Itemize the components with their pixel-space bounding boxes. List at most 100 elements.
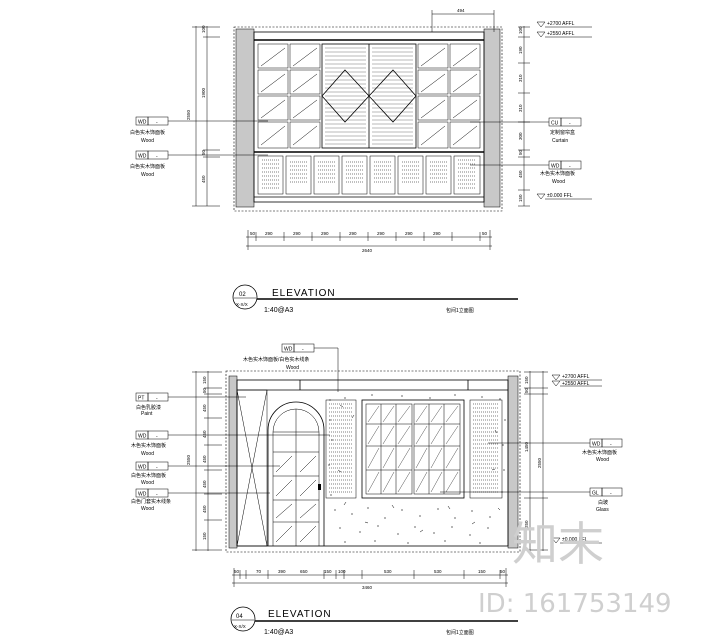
e04-right-dimensions: 150 50 1450 250 2550	[524, 371, 548, 551]
e02-material-tag-left-1: WD - 白色实木饰面板 Wood	[130, 116, 268, 144]
svg-text:包间1立面图: 包间1立面图	[446, 629, 474, 636]
e04-material-tag-left-4: WD - 白色门套实木线条 Wood	[131, 488, 270, 512]
svg-text:-: -	[610, 491, 612, 497]
svg-text:310: 310	[518, 104, 523, 112]
svg-text:Curtain: Curtain	[552, 138, 568, 144]
svg-text:450: 450	[202, 455, 207, 463]
svg-text:494: 494	[457, 8, 465, 13]
svg-text:70: 70	[256, 569, 262, 574]
svg-text:290: 290	[433, 231, 441, 236]
e02-top-dimension: 494	[431, 8, 495, 32]
svg-text:1:40@A3: 1:40@A3	[264, 307, 293, 314]
svg-text:100: 100	[518, 26, 523, 34]
svg-text:310: 310	[518, 74, 523, 82]
e02-material-tag-right-1: CU - 定制窗帘盒 Curtain	[470, 117, 582, 144]
svg-text:-: -	[302, 347, 304, 353]
svg-text:Paint: Paint	[141, 411, 153, 417]
svg-text:3460: 3460	[362, 585, 373, 590]
svg-text:白色乳胶漆: 白色乳胶漆	[136, 404, 161, 411]
svg-text:+2550 AFFL: +2550 AFFL	[547, 31, 575, 37]
svg-text:50: 50	[500, 569, 506, 574]
svg-text:Wood: Wood	[141, 138, 154, 144]
svg-text:2550: 2550	[186, 454, 191, 465]
svg-text:290: 290	[405, 231, 413, 236]
svg-text:Glass: Glass	[596, 507, 609, 513]
e04-right-shutter	[469, 399, 503, 499]
svg-text:150: 150	[478, 569, 486, 574]
e02-left-column	[235, 28, 255, 208]
svg-text:+2700 AFFL: +2700 AFFL	[547, 21, 575, 27]
svg-text:250: 250	[524, 520, 529, 528]
svg-text:木色实木饰面板: 木色实木饰面板	[582, 449, 617, 456]
e02-material-tag-left-2: WD - 白色实木饰面板 Wood	[130, 150, 268, 178]
e04-material-tag-top: WD - 木色实木饰面板/白色实木线条 Wood	[243, 343, 339, 392]
e02-level-markers: +2700 AFFL +2550 AFFL ±0.000 FFL	[536, 21, 592, 200]
elevation-04: WD - 木色实木饰面板/白色实木线条 Wood PT - 白色乳胶漆 Pain…	[131, 343, 623, 636]
svg-text:190: 190	[518, 46, 523, 54]
e04-bottom-dimensions: 50 70 390 650 150 100 530 530 150 50 346…	[232, 568, 508, 590]
svg-text:Wood: Wood	[552, 179, 565, 185]
svg-text:50: 50	[234, 569, 240, 574]
e02-upper-right-doors	[417, 43, 481, 149]
svg-text:WD: WD	[592, 442, 601, 448]
svg-text:2550: 2550	[186, 109, 191, 120]
svg-text:WD: WD	[138, 492, 147, 498]
e04-stippled-panel	[328, 394, 506, 544]
svg-text:白色实木饰面板: 白色实木饰面板	[130, 163, 165, 170]
svg-text:-: -	[610, 442, 612, 448]
e04-wall-outline	[225, 370, 521, 553]
e02-bottom-dimensions: 50 290 290 290 290 290 290 290 50 2640	[246, 230, 492, 253]
svg-text:300: 300	[518, 132, 523, 140]
svg-text:WD: WD	[138, 120, 147, 126]
svg-text:+2550 AFFL: +2550 AFFL	[562, 381, 590, 387]
svg-text:Wood: Wood	[141, 480, 154, 486]
svg-text:白色门套实木线条: 白色门套实木线条	[131, 498, 171, 505]
e04-material-tag-right-2: GL - 白玻 Glass	[440, 487, 623, 513]
svg-text:650: 650	[300, 569, 308, 574]
watermark: 知末 ID: 161753149	[478, 517, 672, 619]
svg-text:390: 390	[278, 569, 286, 574]
svg-text:290: 290	[293, 231, 301, 236]
svg-text:450: 450	[202, 505, 207, 513]
e02-left-dimensions: 2550 100 1900 50 450	[186, 25, 220, 207]
svg-text:50: 50	[524, 387, 529, 393]
svg-text:150: 150	[324, 569, 332, 574]
e02-right-column	[483, 28, 501, 208]
svg-text:150: 150	[518, 194, 523, 202]
svg-text:150: 150	[524, 376, 529, 384]
e04-material-tag-left-3: WD - 白色实木饰面板 Wood	[131, 461, 280, 486]
watermark-logo: 知末	[512, 517, 604, 571]
svg-text:Wood: Wood	[141, 506, 154, 512]
svg-text:290: 290	[265, 231, 273, 236]
svg-text:ELEVATION: ELEVATION	[268, 609, 332, 620]
svg-text:Wood: Wood	[141, 172, 154, 178]
svg-text:-: -	[156, 492, 158, 498]
svg-text:450: 450	[518, 170, 523, 178]
e04-title-block: 04 X-X/X ELEVATION 1:40@A3 包间1立面图	[230, 606, 518, 636]
svg-text:-: -	[156, 154, 158, 160]
svg-text:50: 50	[518, 149, 523, 155]
svg-text:04: 04	[236, 614, 243, 620]
svg-text:木色实木饰面板: 木色实木饰面板	[131, 442, 166, 449]
svg-text:2550: 2550	[537, 457, 542, 468]
e04-arched-door	[267, 401, 325, 546]
e04-material-tag-left-1: PT - 白色乳胶漆 Paint	[135, 392, 246, 417]
svg-text:X-X/X: X-X/X	[234, 624, 246, 629]
e04-left-dimensions: 2550 150 50 450 450 450 450 450 150	[186, 371, 222, 551]
svg-text:-: -	[156, 434, 158, 440]
svg-text:-: -	[156, 396, 158, 402]
svg-text:WD: WD	[138, 434, 147, 440]
e02-center-louver-window	[321, 43, 417, 149]
e04-material-tag-right-1: WD - 木色实木饰面板 Wood	[488, 438, 623, 463]
e02-title-block: 02 X-X/X ELEVATION 1:40@A3 包间1立面图	[232, 284, 518, 314]
e02-right-dimensions: 100 190 310 310 300 50 450 150	[518, 26, 530, 207]
svg-text:PT: PT	[138, 396, 144, 402]
svg-text:Wood: Wood	[141, 451, 154, 457]
svg-text:1:40@A3: 1:40@A3	[264, 629, 293, 636]
svg-text:450: 450	[202, 480, 207, 488]
svg-text:450: 450	[202, 430, 207, 438]
svg-text:GL: GL	[592, 491, 599, 497]
svg-text:290: 290	[377, 231, 385, 236]
svg-text:1900: 1900	[201, 87, 206, 98]
watermark-id: ID: 161753149	[478, 589, 672, 619]
